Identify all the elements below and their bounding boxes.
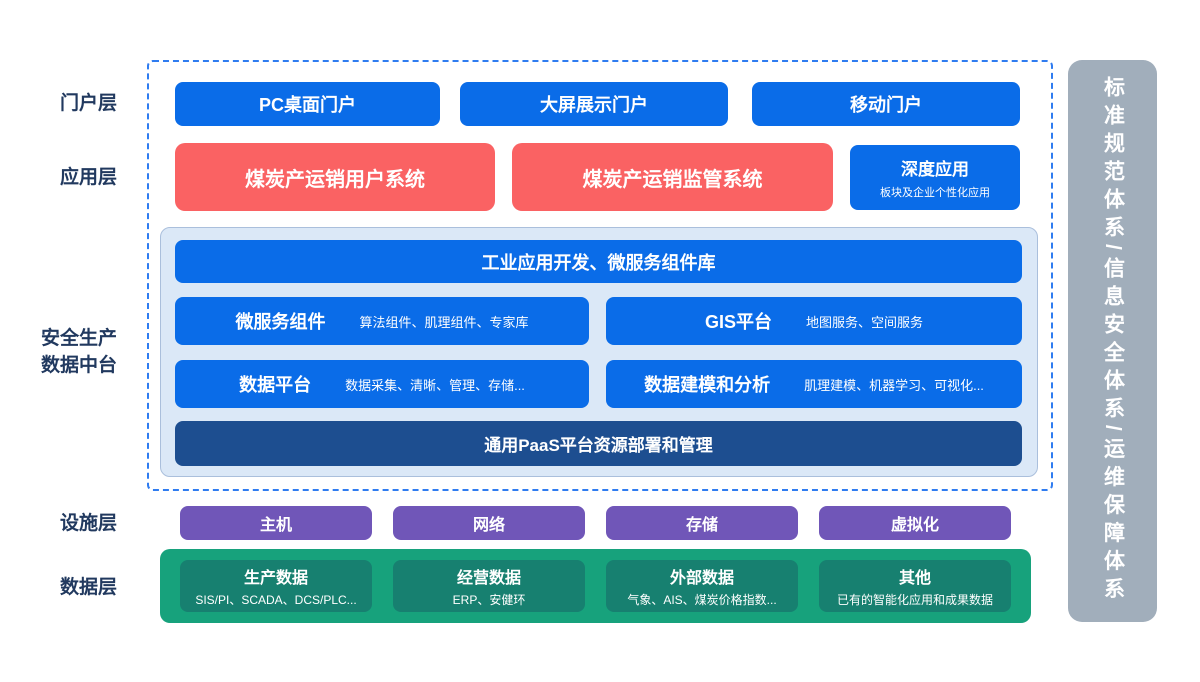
microservice-components-title: 微服务组件	[235, 312, 326, 332]
platform-bar-industrial-app-dev: 工业应用开发、微服务组件库	[175, 240, 1022, 283]
layer-label-application: 应用层	[59, 167, 117, 188]
platform-box-data-platform: 数据平台 数据采集、清晰、管理、存储...	[175, 360, 589, 408]
data-box-external-data: 外部数据 气象、AIS、煤炭价格指数...	[606, 560, 798, 612]
gis-platform-subtitle: 地图服务、空间服务	[806, 314, 924, 330]
data-box-other-data: 其他 已有的智能化应用和成果数据	[819, 560, 1011, 612]
facility-box-network: 网络	[393, 506, 585, 540]
business-data-subtitle: ERP、安健环	[452, 593, 526, 607]
layer-label-data: 数据层	[59, 577, 117, 598]
layer-label-middle-platform: 安全生产 数据中台	[0, 325, 117, 379]
layer-label-portal: 门户层	[59, 93, 117, 114]
pillar-vertical-text: 标准规范体系/信息安全体系/运维保障体系	[1101, 76, 1125, 606]
production-data-title: 生产数据	[243, 570, 308, 587]
microservice-components-subtitle: 算法组件、肌理组件、专家库	[359, 314, 529, 330]
data-box-business-data: 经营数据 ERP、安健环	[393, 560, 585, 612]
data-modeling-title: 数据建模和分析	[644, 375, 771, 395]
data-platform-subtitle: 数据采集、清晰、管理、存储...	[345, 377, 525, 393]
deep-application-title: 深度应用	[901, 160, 969, 179]
data-box-production-data: 生产数据 SIS/PI、SCADA、DCS/PLC...	[180, 560, 372, 612]
platform-bar-paas: 通用PaaS平台资源部署和管理	[175, 421, 1022, 466]
layer-label-middle-platform-line1: 安全生产	[40, 328, 117, 349]
platform-dashed-frame	[147, 60, 1053, 491]
external-data-title: 外部数据	[669, 570, 734, 587]
data-modeling-subtitle: 肌理建模、机器学习、可视化...	[804, 377, 984, 393]
layer-label-middle-platform-line2: 数据中台	[40, 355, 117, 376]
gis-platform-title: GIS平台	[704, 312, 772, 332]
data-platform-title: 数据平台	[239, 375, 312, 395]
business-data-title: 经营数据	[456, 570, 521, 587]
external-data-subtitle: 气象、AIS、煤炭价格指数...	[627, 593, 777, 607]
facility-box-host: 主机	[180, 506, 372, 540]
app-box-deep-application: 深度应用 板块及企业个性化应用	[850, 145, 1020, 210]
app-box-user-system: 煤炭产运销用户系统	[175, 143, 495, 211]
facility-box-storage: 存储	[606, 506, 798, 540]
standards-security-ops-pillar: 标准规范体系/信息安全体系/运维保障体系	[1068, 60, 1157, 622]
portal-box-mobile: 移动门户	[752, 82, 1020, 126]
other-data-subtitle: 已有的智能化应用和成果数据	[836, 593, 993, 607]
facility-box-virtualization: 虚拟化	[819, 506, 1011, 540]
production-data-subtitle: SIS/PI、SCADA、DCS/PLC...	[195, 593, 357, 607]
other-data-title: 其他	[898, 570, 931, 587]
portal-box-pc-desktop: PC桌面门户	[175, 82, 440, 126]
deep-application-subtitle: 板块及企业个性化应用	[880, 187, 990, 199]
platform-box-microservice-components: 微服务组件 算法组件、肌理组件、专家库	[175, 297, 589, 345]
app-box-supervision-system: 煤炭产运销监管系统	[512, 143, 833, 211]
layer-label-facility: 设施层	[59, 513, 117, 534]
portal-box-big-screen: 大屏展示门户	[460, 82, 728, 126]
platform-box-data-modeling-analysis: 数据建模和分析 肌理建模、机器学习、可视化...	[606, 360, 1022, 408]
platform-box-gis-platform: GIS平台 地图服务、空间服务	[606, 297, 1022, 345]
